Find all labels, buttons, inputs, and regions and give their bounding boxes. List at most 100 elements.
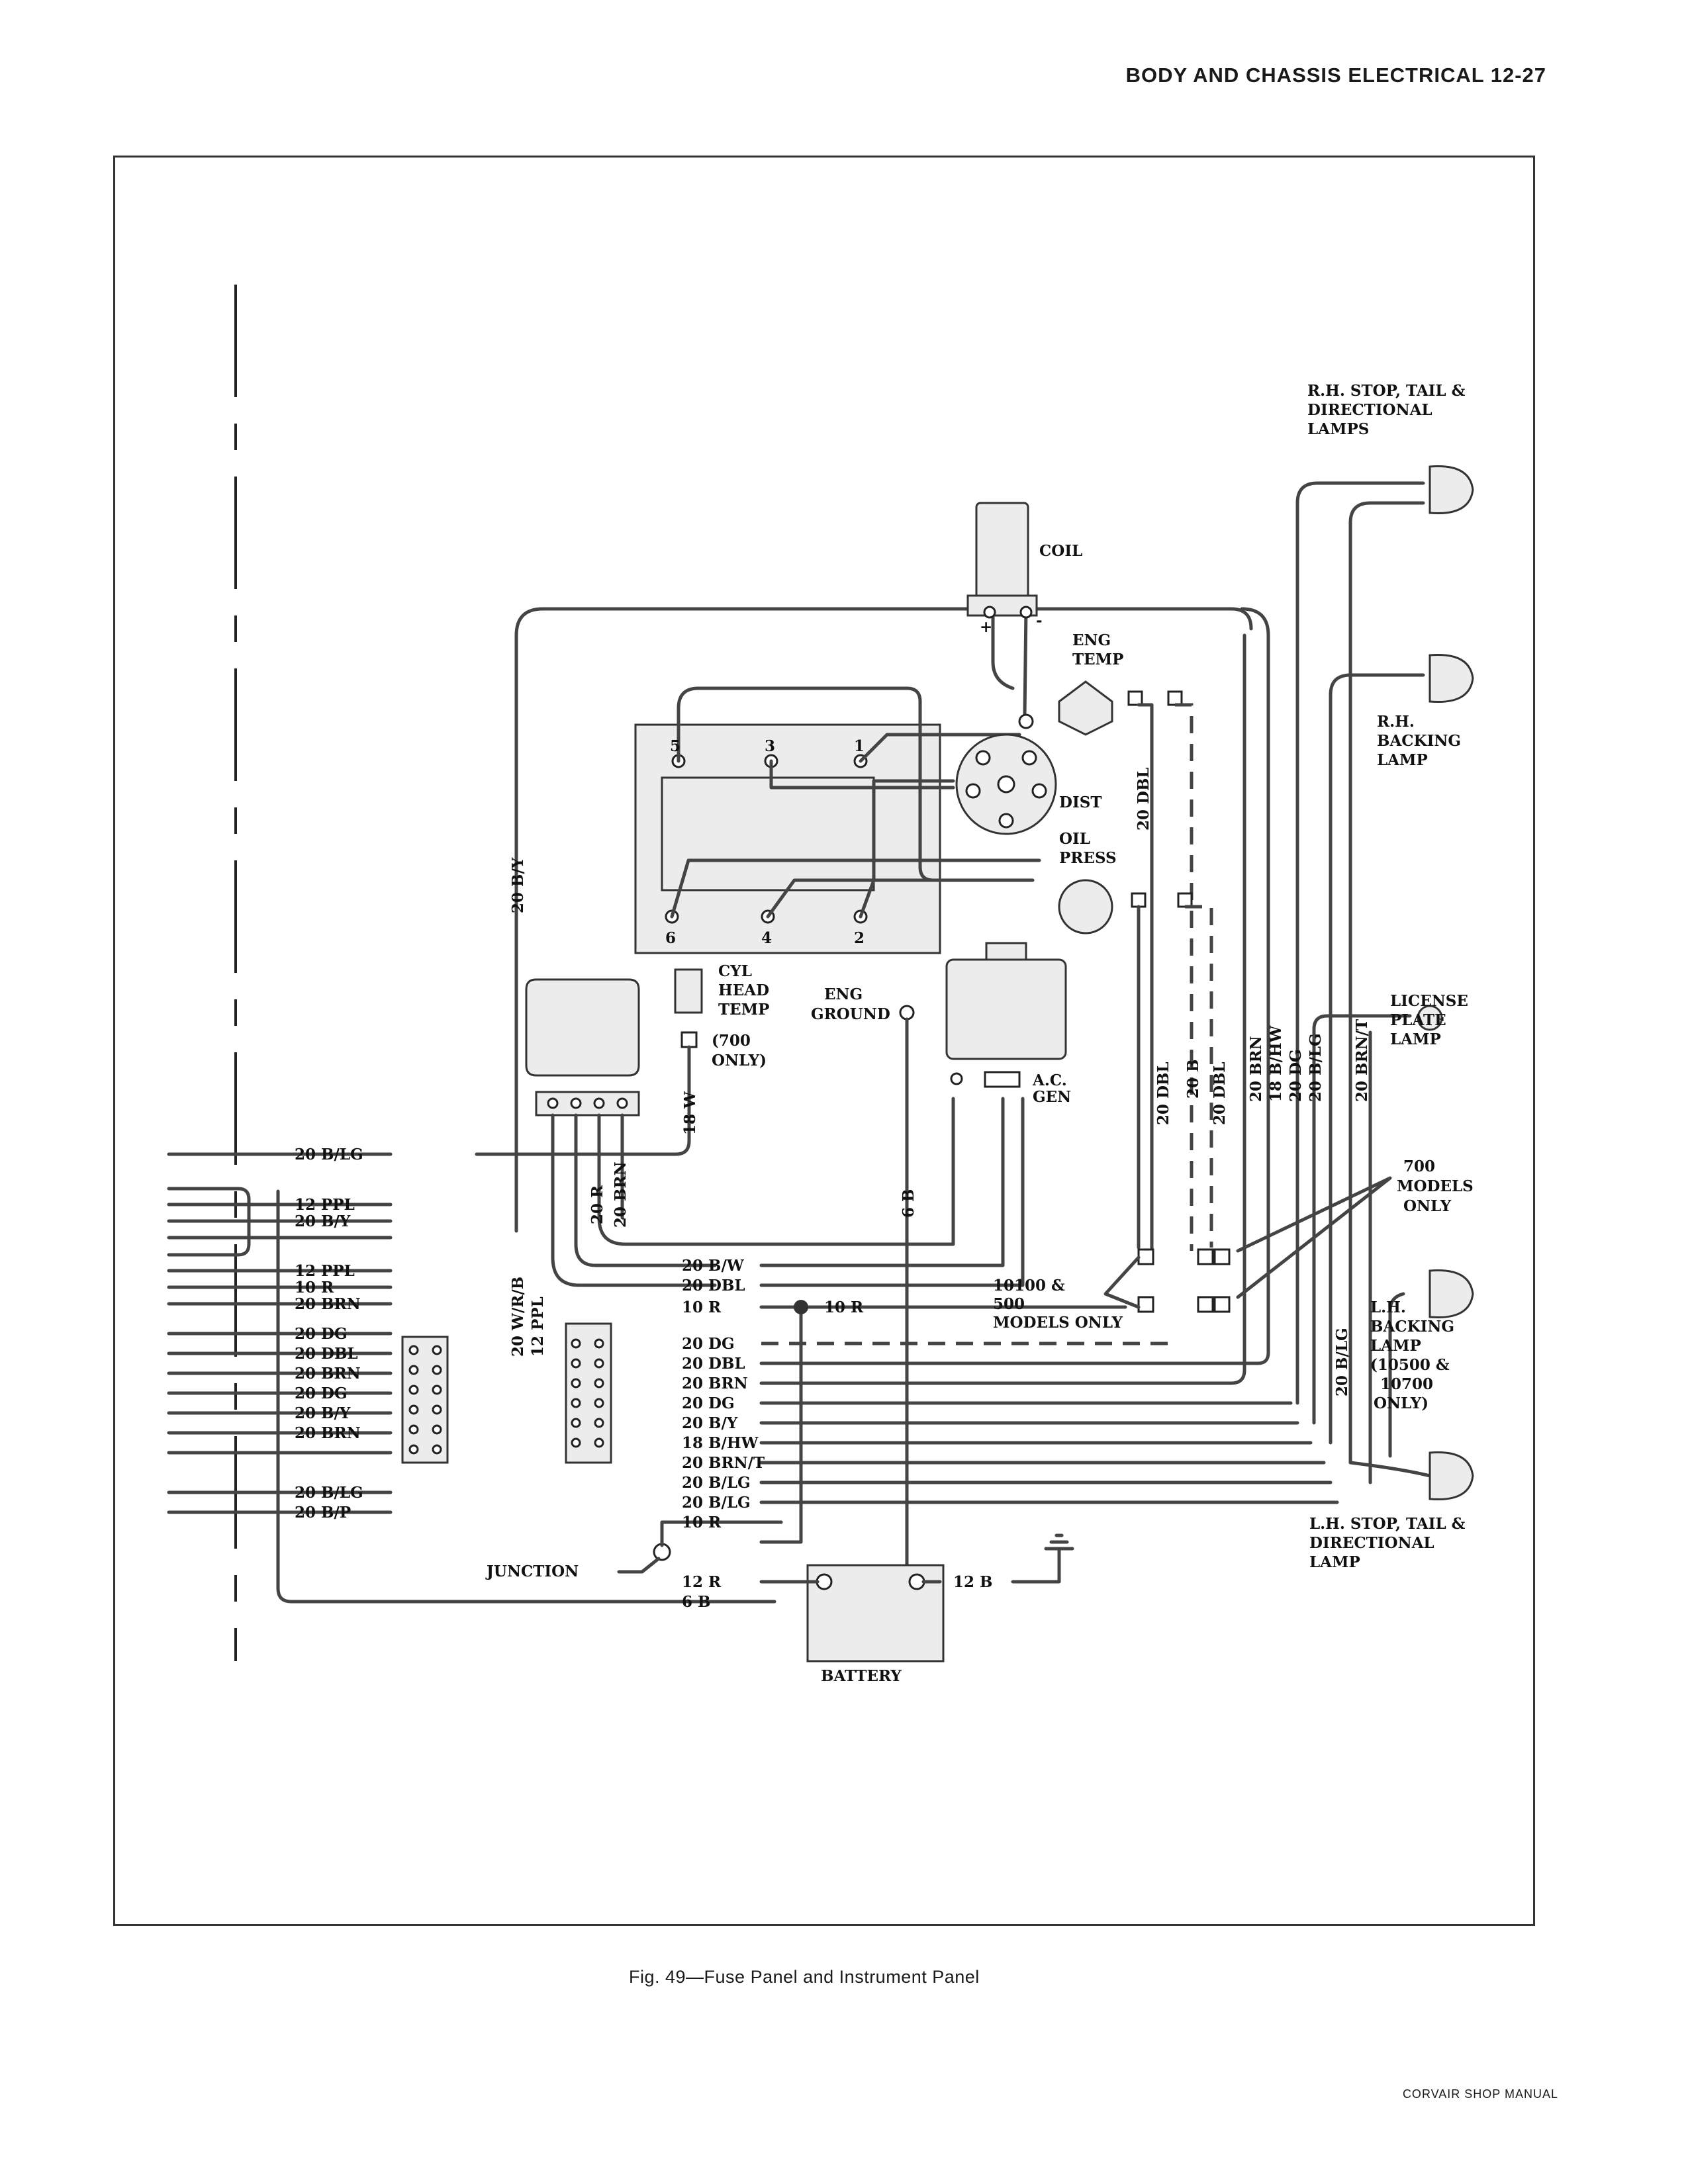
left-wire-label-13: 20 B/LG (295, 1484, 363, 1502)
wire-20brnt-right-vertical: 20 BRN/T (1353, 1019, 1371, 1102)
eng-temp-sender (1058, 680, 1113, 736)
mid-wire-label-6: 20 BRN (682, 1375, 748, 1392)
ac-gen-body (945, 958, 1067, 1060)
figure-frame (113, 156, 1535, 1926)
wire-18w-vertical: 18 W (681, 1091, 699, 1135)
dist-number-6: 6 (665, 929, 676, 947)
mid-wire-label-14: 12 R (682, 1573, 722, 1591)
models-700-label-3: ONLY (1403, 1197, 1452, 1215)
junction-label: JUNCTION (485, 1563, 579, 1580)
models-700-connectors (1137, 1248, 1231, 1313)
ac-gen-terminal (950, 1072, 963, 1085)
lh-backing-label-5: 10700 (1380, 1375, 1433, 1393)
mid-wire-label-12: 20 B/LG (682, 1494, 751, 1512)
mid-wire-label-1: 20 B/W (682, 1257, 745, 1275)
seven-hundred-only-label-1: (700 (712, 1032, 751, 1050)
coil-minus-label: - (1036, 612, 1043, 629)
wire-12ppl-vertical: 12 PPL (529, 1297, 547, 1357)
dist-wiring (670, 686, 1041, 919)
rh-stop-label-3: LAMPS (1307, 420, 1369, 438)
junction-wire (660, 1520, 783, 1547)
dist-panel-inner (661, 776, 875, 891)
models-700-label-1: 700 (1403, 1158, 1435, 1175)
mid-wire-label-8: 20 B/Y (682, 1414, 738, 1432)
battery-ground-wire (1011, 1547, 1061, 1584)
wire-20dbl-mid2-vertical: 20 DBL (1211, 1062, 1229, 1125)
mid-wire-label-2: 20 DBL (682, 1277, 745, 1295)
figure-caption: Fig. 49—Fuse Panel and Instrument Panel (629, 1967, 980, 1987)
wire-20dg-right-vertical: 20 DG (1287, 1049, 1305, 1102)
wire-20blg-lh-vertical: 20 B/LG (1333, 1328, 1351, 1396)
left-wire-label-5: 10 R (295, 1279, 334, 1297)
ac-gen-top (985, 942, 1027, 961)
wire-20brn-right-vertical: 20 BRN (1247, 1036, 1265, 1102)
rh-backing-label-1: R.H. (1377, 713, 1415, 731)
eng-temp-connector-b (1167, 690, 1183, 706)
left-wire-label-2: 12 PPL (295, 1196, 355, 1214)
ac-gen-label-2: GEN (1033, 1088, 1071, 1106)
dist-label: DIST (1059, 794, 1102, 811)
oil-press-connector-b (1177, 892, 1193, 908)
lh-stop-label-2: DIRECTIONAL (1309, 1534, 1434, 1552)
coil-plus-terminal (983, 606, 996, 619)
footer: CORVAIR SHOP MANUAL (1402, 2087, 1558, 2101)
regulator-terminals (547, 1097, 628, 1109)
cyl-head-temp-label-2: HEAD (718, 981, 769, 999)
battery-label: BATTERY (821, 1667, 902, 1685)
coil-body (975, 502, 1029, 604)
eng-temp-label-2: TEMP (1072, 651, 1123, 668)
rh-backing-label-2: BACKING (1377, 732, 1461, 750)
rh-stop-lamp (1429, 465, 1474, 515)
fuse-block-left-terminals (408, 1345, 442, 1455)
lh-backing-label-2: BACKING (1370, 1318, 1454, 1336)
lh-backing-label-3: LAMP (1370, 1337, 1421, 1355)
eng-temp-wire (1137, 703, 1154, 1253)
ten-r-junction-dot (794, 1300, 808, 1314)
rh-stop-label-2: DIRECTIONAL (1307, 401, 1432, 419)
wire-20dbl-mid-vertical: 20 DBL (1154, 1062, 1172, 1125)
cyl-head-temp-label-3: TEMP (718, 1001, 769, 1019)
oil-press-label-1: OIL (1059, 830, 1090, 848)
wire-20dbl-top-vertical: 20 DBL (1135, 767, 1152, 831)
models-10100-label-1: 10100 & (993, 1277, 1065, 1295)
left-wire-label-9: 20 BRN (295, 1365, 361, 1383)
license-plate-lamp (1417, 1005, 1443, 1031)
eng-temp-connector-a (1127, 690, 1143, 706)
eng-ground-wire (905, 1017, 915, 1584)
cyl-head-temp-connector (680, 1031, 698, 1048)
wire-20r-vertical: 20 R (588, 1185, 606, 1224)
rh-backing-lamp (1429, 653, 1474, 704)
lh-stop-label-3: LAMP (1309, 1553, 1360, 1571)
seven-hundred-only-label-2: ONLY) (712, 1052, 767, 1069)
left-wire-label-4: 12 PPL (295, 1262, 355, 1280)
mid-wire-label-11: 20 B/LG (682, 1474, 751, 1492)
wire-20blg-right-vertical: 20 B/LG (1307, 1033, 1325, 1102)
models-700-pointer (1236, 1176, 1392, 1299)
mid-wire-label-13: 10 R (682, 1514, 722, 1531)
oil-press-label-2: PRESS (1059, 849, 1117, 867)
mid-wire-label-3: 10 R (682, 1298, 722, 1316)
models-10100-pointer (1103, 1255, 1141, 1309)
wire-6b-vertical: 6 B (900, 1189, 917, 1218)
left-wire-label-6: 20 BRN (295, 1295, 361, 1313)
ac-gen-connector (984, 1071, 1021, 1088)
mid-wire-label-7: 20 DG (682, 1394, 735, 1412)
ten-r-junction-wire (759, 1305, 803, 1544)
models-700-label-2: MODELS (1397, 1177, 1474, 1195)
wire-20by-vertical: 20 B/Y (509, 857, 527, 913)
right-vertical-wires (1295, 481, 1432, 1484)
eng-ground-terminal (899, 1005, 915, 1021)
mid-wire-label-10: 20 BRN/T (682, 1454, 765, 1472)
left-wire-label-10: 20 DG (295, 1385, 348, 1402)
coil-minus-terminal (1019, 606, 1033, 619)
left-wire-label-3: 20 B/Y (295, 1212, 351, 1230)
rh-stop-label-1: R.H. STOP, TAIL & (1307, 382, 1466, 400)
lh-backing-label-6: ONLY) (1374, 1394, 1429, 1412)
coil-plus-label: + (980, 618, 992, 636)
wire-20wrb-vertical: 20 W/R/B (509, 1277, 527, 1357)
license-label-2: PLATE (1390, 1011, 1446, 1029)
left-wire-label-7: 20 DG (295, 1325, 348, 1343)
page-header: BODY AND CHASSIS ELECTRICAL 12-27 (1125, 64, 1546, 87)
coil-loop-wires (514, 607, 1253, 1233)
